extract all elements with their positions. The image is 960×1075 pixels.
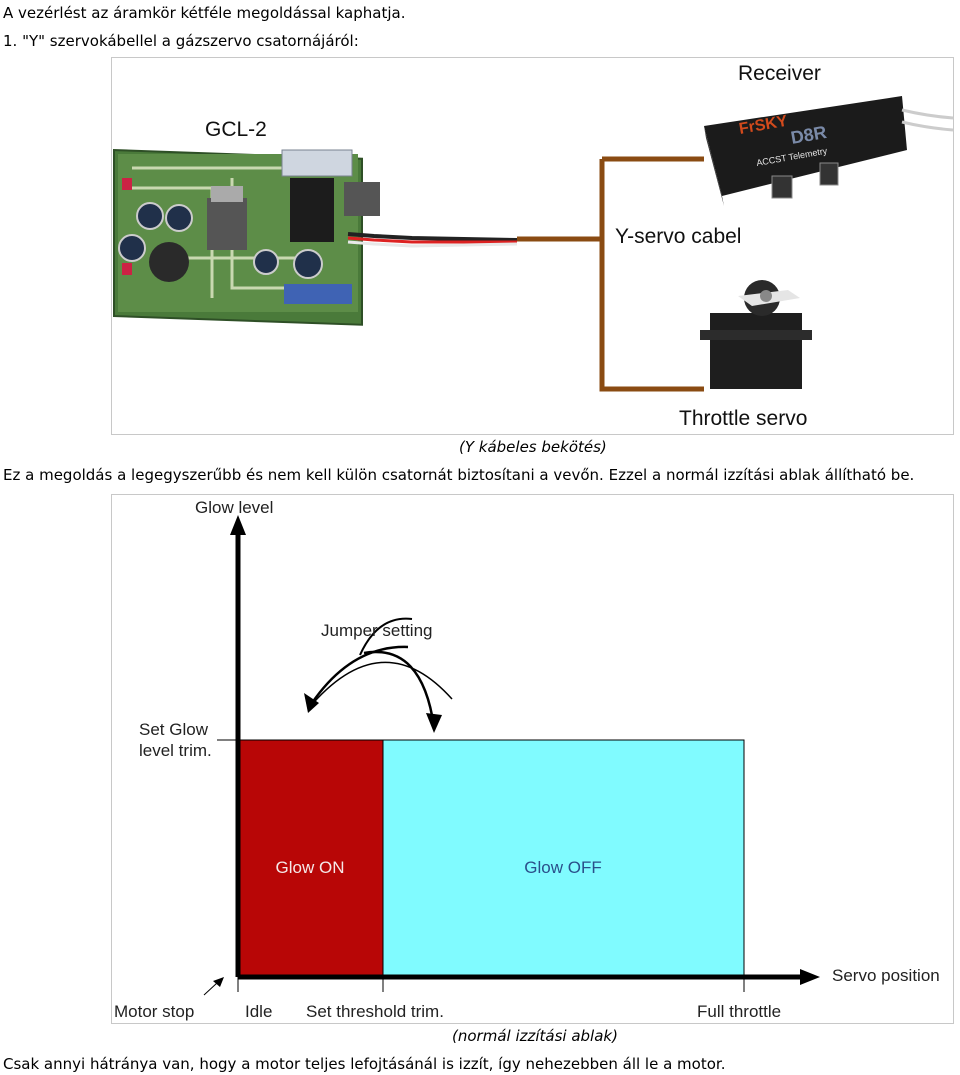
glow-window-chart: Glow level Servo position Jumper setting… <box>114 498 940 1021</box>
glow-window-figure: Glow level Servo position Jumper setting… <box>111 494 954 1024</box>
wiring-illustration: FrSKY D8R ACCST Telemetry <box>113 96 953 392</box>
paragraph-2: Csak annyi hátránya van, hogy a motor te… <box>3 1055 726 1073</box>
section-heading: 1. "Y" szervokábellel a gázszervo csator… <box>3 32 359 50</box>
x-axis-arrow <box>800 969 820 985</box>
receiver-image: FrSKY D8R ACCST Telemetry <box>704 96 953 206</box>
jumper-curve-lower <box>363 650 436 728</box>
jumper-arrow-left <box>359 617 413 656</box>
receiver-label: Receiver <box>738 62 821 85</box>
y-axis-arrow <box>230 515 246 535</box>
glow-off-label: Glow OFF <box>524 858 601 877</box>
servo-image <box>700 280 812 389</box>
x-tick-label-idle: Idle <box>245 1002 272 1021</box>
y-tick-label-1: Set Glow <box>139 720 209 739</box>
motor-stop-arrowhead <box>213 977 224 987</box>
y-tick-label-2: level trim. <box>139 741 212 760</box>
x-axis-label: Servo position <box>832 966 940 985</box>
wiring-figure: FrSKY D8R ACCST Telemetry GCL-2 Receiver… <box>111 57 954 435</box>
intro-text: A vezérlést az áramkör kétféle megoldáss… <box>3 4 406 22</box>
gcl2-label: GCL-2 <box>205 118 267 141</box>
jumper-arrowhead-right <box>426 713 442 733</box>
glow-on-region <box>237 739 384 978</box>
gcl2-board-image <box>113 149 380 326</box>
glow-on-label: Glow ON <box>276 858 345 877</box>
jumper-arrowhead-left <box>304 693 319 713</box>
jumper-setting-label: Jumper setting <box>321 621 433 640</box>
figure2-caption: (normál izzítási ablak) <box>452 1027 618 1045</box>
yservo-label: Y-servo cabel <box>615 225 742 248</box>
figure1-caption: (Y kábeles bekötés) <box>459 438 607 456</box>
x-tick-label-full-throttle: Full throttle <box>697 1002 781 1021</box>
glow-off-region <box>382 739 745 978</box>
x-tick-label-motor-stop: Motor stop <box>114 1002 194 1021</box>
jumper-curve-outer <box>307 661 453 710</box>
throttle-servo-label: Throttle servo <box>679 407 808 430</box>
x-tick-label-threshold: Set threshold trim. <box>306 1002 444 1021</box>
motor-stop-pointer <box>203 982 218 996</box>
y-axis-label: Glow level <box>195 498 273 517</box>
paragraph-1: Ez a megoldás a legegyszerűbb és nem kel… <box>3 466 915 484</box>
jumper-curve-upper <box>310 645 409 704</box>
